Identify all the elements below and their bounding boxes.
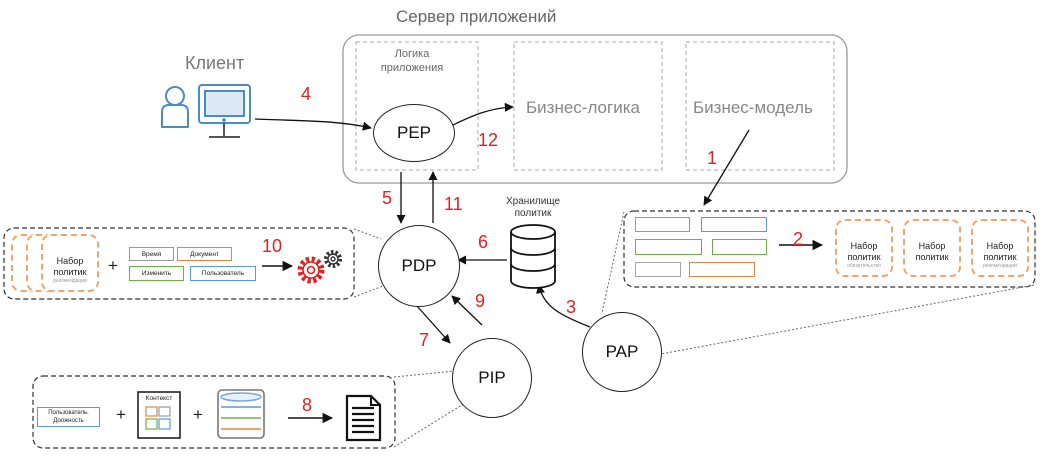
step-5: 5: [382, 188, 393, 208]
app-server-title: Сервер приложений: [396, 7, 557, 26]
pep-node: PEP: [373, 104, 455, 162]
pdp-panel-connector-top: [353, 228, 382, 240]
database-icon: [510, 224, 556, 289]
arrow-pip-to-pdp: [451, 295, 483, 326]
plus-sign: +: [193, 405, 203, 424]
arrow-pap-to-storage: [535, 284, 591, 328]
policy-set-subtitle: рекомендации: [53, 278, 87, 284]
data-stack-icon: [217, 389, 265, 439]
pdp-node: PDP: [378, 225, 460, 307]
gears-icon: [297, 250, 342, 284]
policy-rule-green-2: [712, 239, 767, 255]
step-7: 7: [419, 330, 430, 350]
attr-change: Изменить: [129, 266, 184, 281]
pip-panel-connector-top: [393, 370, 456, 378]
policy-set-stack-front: Набор политик рекомендации: [41, 234, 99, 292]
business-model-label: Бизнес-модель: [693, 98, 813, 117]
monitor-icon: [198, 84, 251, 138]
business-model-box: [685, 41, 835, 171]
policy-set-title: Набор политик: [53, 256, 87, 277]
policy-rule-green-1: [635, 239, 702, 255]
plus-sign: +: [116, 405, 126, 424]
pdp-inputs-panel: [3, 227, 355, 300]
policy-rule-blue: [701, 217, 767, 232]
business-logic-box: [513, 41, 663, 171]
app-logic-box: [355, 41, 479, 171]
step-11: 11: [444, 194, 463, 214]
policy-set-mandatory: Набор политик обязательство: [835, 219, 893, 277]
policy-set-title: Набор политик: [983, 241, 1017, 262]
pap-policies-panel: [623, 210, 1036, 288]
arrow-model-to-policies: [703, 129, 750, 206]
policy-rule-orange-1: [635, 217, 690, 232]
pap-panel-connector-bottom: [660, 284, 1035, 355]
pdp-panel-connector-bottom: [353, 285, 384, 298]
user-icon: [161, 86, 189, 128]
policy-set-plain: Набор политик: [903, 219, 961, 277]
step-6: 6: [478, 232, 489, 252]
pap-node: PAP: [582, 312, 662, 392]
attr-user-position: Пользователь. Должность: [37, 407, 100, 427]
context-box: [137, 391, 181, 439]
attr-time: Время: [129, 247, 174, 261]
document-icon: [345, 394, 382, 442]
pip-node: PIP: [452, 338, 532, 418]
step-3: 3: [566, 297, 577, 317]
step-8: 8: [302, 395, 313, 415]
policy-set-title: Набор политик: [915, 241, 949, 262]
policy-rule-orange-2: [689, 262, 755, 277]
policy-set-recommendation: Набор политик рекомендации: [971, 219, 1029, 277]
pip-panel-connector-bottom: [393, 399, 471, 448]
step-12: 12: [478, 130, 499, 150]
step-1: 1: [707, 148, 718, 168]
monitor-power-dot: [222, 118, 226, 122]
step-4: 4: [301, 84, 312, 104]
pap-panel-connector-top: [601, 211, 625, 314]
step-2: 2: [793, 229, 804, 249]
app-logic-label: Логика приложения: [380, 48, 444, 74]
policy-storage-label: Хранилище политик: [506, 196, 560, 219]
attr-document: Документ: [177, 247, 232, 261]
attr-user: Пользователь: [190, 266, 256, 281]
context-label: Контекст: [145, 395, 173, 402]
step-10: 10: [262, 236, 283, 256]
policy-set-title: Набор политик: [847, 241, 881, 262]
pip-sources-panel: [32, 375, 396, 449]
policy-rule-gray: [635, 262, 681, 277]
app-server-box: [342, 34, 848, 184]
step-9: 9: [475, 291, 486, 311]
policy-set-subtitle: рекомендации: [983, 263, 1017, 269]
client-label: Клиент: [185, 53, 245, 73]
business-logic-label: Бизнес-логика: [526, 98, 640, 117]
plus-sign: +: [108, 256, 118, 275]
arrow-pep-to-business: [452, 102, 514, 126]
arrow-client-to-pep: [254, 118, 372, 131]
policy-set-subtitle: обязательство: [847, 263, 881, 269]
